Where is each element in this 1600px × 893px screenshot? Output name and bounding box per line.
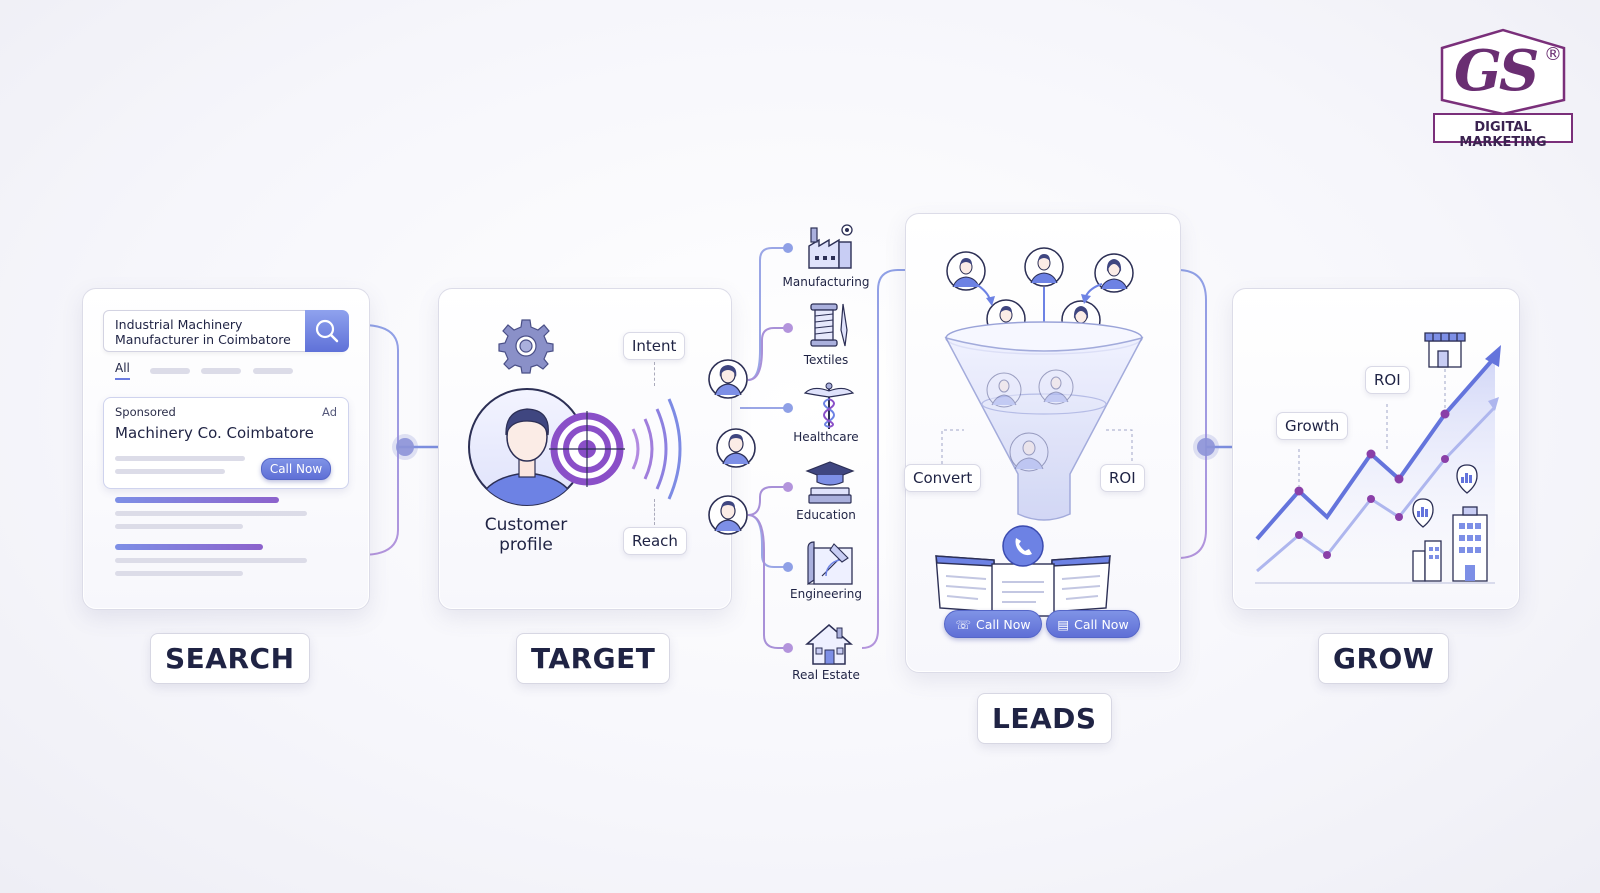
reach-label: Reach (623, 527, 687, 555)
search-icon (315, 319, 339, 343)
text-line (115, 558, 307, 563)
text-line (115, 571, 243, 576)
intent-label: Intent (623, 332, 686, 360)
text-line (115, 511, 307, 516)
search-box[interactable]: Industrial Machinery Manufacturer in Coi… (103, 310, 345, 352)
logo-letters: GS (1454, 38, 1539, 104)
industry-textiles[interactable]: Textiles (803, 353, 849, 367)
document-icon: ▤ (1057, 616, 1070, 632)
sponsored-ad[interactable]: Sponsored Ad Machinery Co. Coimbatore Ca… (103, 397, 349, 489)
tab-placeholder[interactable] (201, 368, 241, 374)
search-query-line2: Manufacturer in Coimbatore (115, 332, 291, 347)
customer-profile-line2: profile (499, 535, 553, 555)
ad-badge: Ad (322, 405, 337, 419)
result-title-line (115, 497, 279, 503)
tab-all[interactable]: All (115, 361, 130, 380)
gear-icon (498, 319, 554, 374)
logo-tagline: DIGITAL MARKETING (1459, 120, 1547, 150)
call-now-button[interactable]: ▤ Call Now (1046, 610, 1140, 638)
search-card: Industrial Machinery Manufacturer in Coi… (82, 288, 370, 610)
stage-label-search: SEARCH (150, 633, 310, 684)
convert-label: Convert (904, 464, 982, 492)
grow-card: Growth ROI (1232, 288, 1520, 610)
text-line (115, 456, 245, 461)
roi-label: ROI (1100, 464, 1145, 492)
industry-real-estate[interactable]: Real Estate (792, 668, 860, 682)
target-card: Intent Reach Customer profile (438, 288, 732, 610)
dashed-connector (654, 499, 655, 525)
call-now-label: Call Now (976, 616, 1031, 632)
graduation-books-icon (805, 461, 855, 504)
customer-avatar-icon (468, 388, 586, 506)
stage-label-leads: LEADS (977, 693, 1112, 744)
tab-placeholder[interactable] (150, 368, 190, 374)
stage-label-target: TARGET (516, 633, 671, 684)
text-line (115, 524, 243, 529)
phone-icon: ☏ (955, 616, 972, 632)
text-line (115, 469, 225, 474)
audience-avatar-icon (708, 359, 748, 399)
target-icon (549, 398, 682, 500)
lead-funnel-icon (935, 247, 1144, 617)
caduceus-icon (803, 382, 855, 429)
house-icon (804, 624, 854, 665)
ad-company-title[interactable]: Machinery Co. Coimbatore (115, 424, 314, 442)
growth-chart-icon (1255, 332, 1501, 584)
brand-logo: GS ® DIGITAL MARKETING (1432, 28, 1574, 150)
industry-healthcare[interactable]: Healthcare (793, 430, 859, 444)
logo-badge-icon (1433, 28, 1573, 143)
audience-avatar-icon (716, 428, 756, 468)
call-now-button[interactable]: Call Now (261, 458, 331, 480)
customer-profile-line1: Customer (484, 515, 568, 535)
call-now-button[interactable]: ☏ Call Now (944, 610, 1042, 638)
search-button[interactable] (305, 310, 349, 352)
call-now-label: Call Now (1074, 616, 1129, 632)
industry-manufacturing[interactable]: Manufacturing (782, 275, 870, 289)
search-query-line1: Industrial Machinery (115, 317, 243, 332)
roi-label: ROI (1365, 366, 1410, 394)
blueprint-icon (807, 541, 853, 586)
leads-card: Convert ROI ☏ Call Now ▤ Call Now (904, 213, 1181, 673)
thread-spool-icon (810, 303, 848, 347)
sponsored-label: Sponsored (115, 405, 176, 419)
audience-avatar-icon (708, 495, 748, 535)
stage-label-grow: GROW (1318, 633, 1450, 684)
industry-education[interactable]: Education (796, 508, 856, 522)
logo-registered: ® (1544, 44, 1562, 65)
tab-placeholder[interactable] (253, 368, 293, 374)
result-title-line (115, 544, 263, 550)
industry-engineering[interactable]: Engineering (790, 587, 862, 601)
dashed-connector (654, 362, 655, 386)
growth-label: Growth (1276, 412, 1349, 440)
factory-icon (808, 224, 853, 269)
